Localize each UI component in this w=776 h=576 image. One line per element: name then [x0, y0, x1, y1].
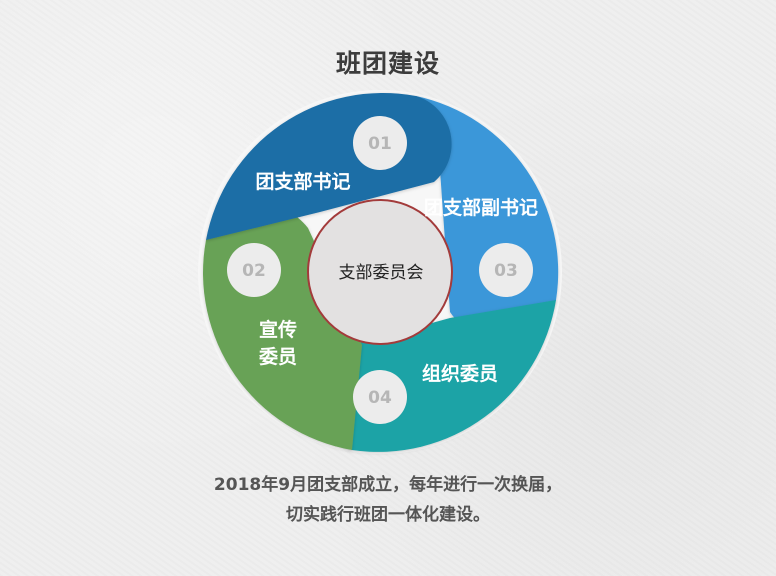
- badge-01: 01: [353, 116, 407, 170]
- segment-01-label: 团支部书记: [255, 170, 350, 193]
- badge-01-number: 01: [368, 134, 392, 154]
- badge-03: 03: [479, 243, 533, 297]
- page-title: 班团建设: [335, 49, 440, 78]
- segment-02-label-line2: 委员: [258, 346, 297, 368]
- badge-02: 02: [227, 243, 281, 297]
- center-label: 支部委员会: [339, 263, 424, 283]
- segment-02-label-line1: 宣传: [259, 318, 297, 341]
- segment-03-label: 团支部副书记: [424, 196, 538, 219]
- caption-line-1: 2018年9月团支部成立，每年进行一次换届，: [213, 475, 563, 495]
- segment-04-label: 组织委员: [422, 362, 498, 385]
- caption-line-2: 切实践行班团一体化建设。: [286, 505, 490, 525]
- center-circle: [307, 199, 453, 345]
- badge-04: 04: [353, 370, 407, 424]
- caption: 2018年9月团支部成立，每年进行一次换届， 切实践行班团一体化建设。: [0, 470, 776, 530]
- badge-04-number: 04: [368, 388, 392, 408]
- badge-03-number: 03: [494, 261, 518, 281]
- badge-02-number: 02: [242, 261, 266, 281]
